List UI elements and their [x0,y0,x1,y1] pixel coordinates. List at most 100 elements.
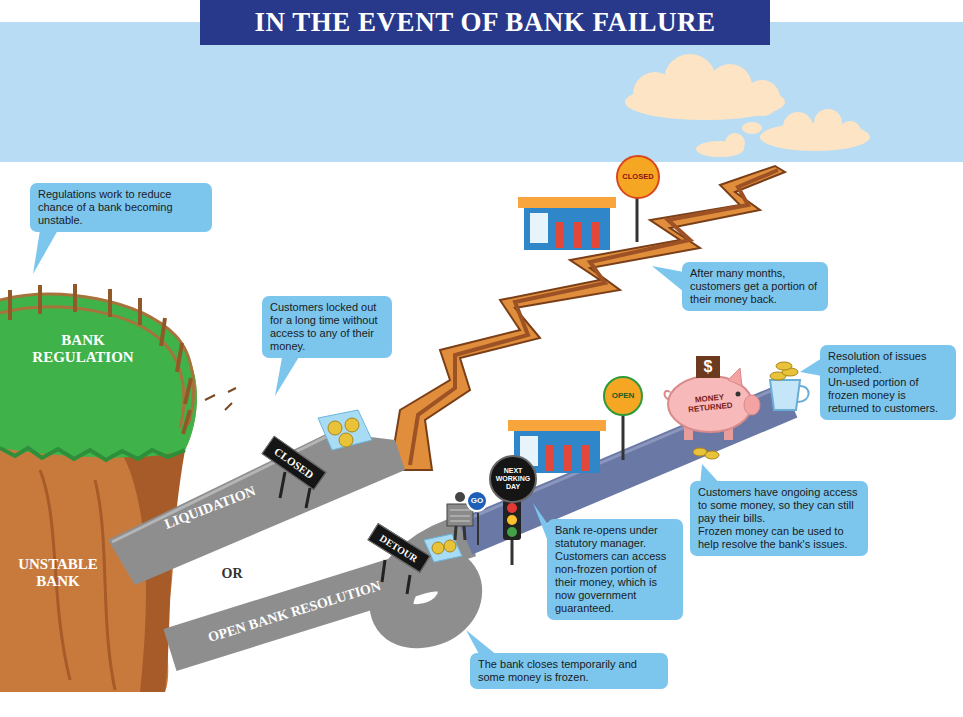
gas-station-open-part [508,420,606,431]
frozen-money-part [345,418,359,432]
clouds-part [744,80,780,116]
gas-station-closed-part [524,208,610,250]
gas-station-closed-part [556,222,564,248]
title-bar: IN THE EVENT OF BANK FAILURE [200,0,770,45]
traffic-light-part [507,515,517,525]
clouds-part [814,109,842,137]
gas-station-open-part [622,414,625,460]
clouds-part [839,121,861,143]
coin-cup [770,362,809,410]
clouds-part [742,122,762,134]
person-with-sign-part [477,513,479,545]
callout-box: Resolution of issues completed.Un-used p… [820,345,956,420]
sign: GO [466,490,488,512]
pig-snout [744,395,760,415]
cliff-part [10,284,191,434]
liquidation-road-part [112,435,330,542]
person-with-sign-part [450,516,470,517]
road-label: BANK REGULATION [28,332,138,365]
clouds [625,54,870,157]
person-with-sign-part [464,526,465,540]
sign: NEXT WORKING DAY [489,455,537,503]
frozen-money-part [328,421,342,435]
callout-pointers-part [652,266,684,292]
callout-box: Regulations work to reduce chance of a b… [30,183,212,232]
frozen-money-part [444,540,456,552]
callout-box: The bank closes temporarily and some mon… [470,653,668,689]
sign-text: NEXT WORKING DAY [493,467,533,490]
traffic-light-part [507,527,517,537]
piggy-bank: $MONEY RETURNED [662,350,762,445]
callout-text: The bank closes temporarily and some mon… [478,658,660,684]
coins-under-pig-part [705,451,719,459]
liquidation-road-part [108,432,405,585]
person-with-sign-part [455,526,456,540]
pig-tail [665,391,670,400]
clouds-part [725,133,745,153]
road-label: OR [212,566,252,581]
callout-text: After many months, customers get a porti… [690,267,820,306]
clouds-part [783,112,813,142]
frozen-money-part [432,542,444,554]
sign: CLOSED [616,155,660,199]
traffic-light-part [507,503,517,513]
barrier-legs-part [407,575,410,594]
cliff-part [0,307,184,428]
person-with-sign-part [450,510,470,511]
sign-text: GO [470,497,484,506]
sign: OPEN [603,376,643,416]
sign-text: CLOSED [620,173,656,181]
gas-station-closed [518,196,637,250]
gas-station-closed-part [530,213,548,243]
callout-text: Regulations work to reduce chance of a b… [38,188,204,227]
callout-pointers-part [275,352,302,396]
callout-pointers-part [33,230,58,274]
callout-text: Customers locked out for a long time wit… [270,301,384,353]
person-with-sign-part [450,521,470,522]
coin-cup-part [797,386,809,402]
cliff-part [0,294,197,457]
callout-pointers-part [800,358,822,376]
cliff-part [0,448,185,460]
callout-text: Resolution of issues completed. [828,350,948,376]
callout-box: Customers locked out for a long time wit… [262,296,392,358]
crack-part [410,170,778,465]
callout-text: Frozen money can be used to help resolve… [698,525,860,551]
crack [390,166,785,470]
gas-station-open-part [546,445,554,471]
callout-text: Customers have ongoing access to some mo… [698,486,860,525]
clouds-part [664,54,716,106]
callout-pointers [33,230,822,656]
dollar-sign: $ [696,356,720,378]
callout-text: Bank re-opens under statutory manager. C… [555,524,675,615]
liquidation-road [108,432,405,585]
callout-box: Customers have ongoing access to some mo… [690,481,868,556]
traffic-light [503,500,521,565]
cliff-part [0,294,194,425]
title-text: IN THE EVENT OF BANK FAILURE [255,7,716,38]
callout-box: Bank re-opens under statutory manager. C… [547,519,683,620]
coin-cup-part [776,362,792,370]
pig-ear [728,368,742,386]
coins-under-pig [693,448,719,459]
frozen-money-part [339,433,353,447]
pig-eye [736,392,741,397]
gas-station-closed-part [636,196,639,242]
frozen-money-part [318,410,372,450]
traffic-light-part [503,500,521,540]
gas-station-open-part [582,445,590,471]
road-label: UNSTABLE BANK [8,556,108,589]
gas-station-closed-part [574,222,582,248]
barrier-legs-part [280,472,285,498]
cliff-part [205,388,236,410]
sign-text: OPEN [607,392,639,401]
crack-part [390,166,785,470]
callout-text: Un-used portion of frozen money is retur… [828,376,948,415]
callout-box: After many months, customers get a porti… [682,262,828,311]
coin-cup-part [770,380,800,410]
person-with-sign-part [455,492,465,502]
gas-station-closed-part [518,197,616,208]
